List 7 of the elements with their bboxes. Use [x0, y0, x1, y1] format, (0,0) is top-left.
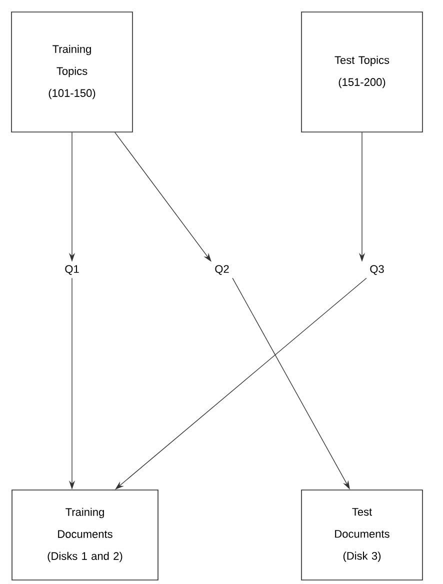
query-label: Q3: [370, 265, 384, 275]
query-label: Q2: [215, 265, 229, 275]
topic-box: Test Topics (151-200): [301, 12, 423, 132]
topic-box: Training Topics (101-150): [11, 12, 133, 132]
query-label: Q1: [65, 265, 79, 275]
document-box: Test Documents (Disk 3): [301, 490, 423, 580]
document-box: Training Documents (Disks 1 and 2): [12, 490, 158, 580]
